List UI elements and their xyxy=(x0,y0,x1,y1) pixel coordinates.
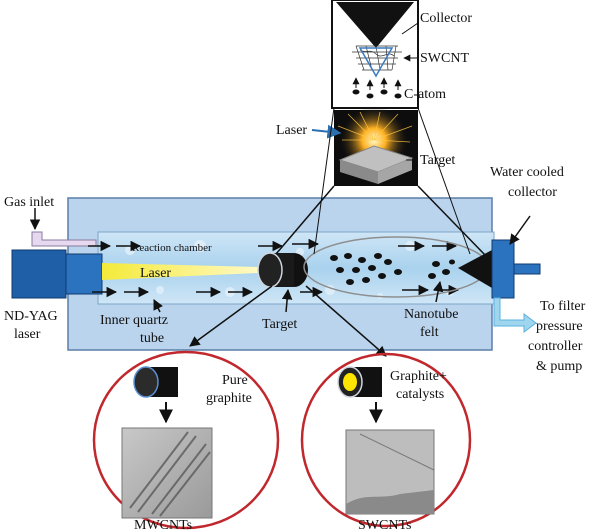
label-mwcnts: MWCNTs xyxy=(134,518,192,531)
label-water-cooled-2: collector xyxy=(508,185,557,200)
label-pure-1: Pure xyxy=(222,373,248,388)
label-nd-yag-1: ND-YAG xyxy=(4,309,58,324)
label-nanotube-1: Nanotube xyxy=(404,307,458,322)
inset-collector-cone xyxy=(336,2,414,48)
label-to-filter-4: & pump xyxy=(536,359,582,374)
label-reaction-chamber: Reaction chamber xyxy=(132,242,212,254)
gas-inlet-pipe xyxy=(31,231,97,247)
mwcnt-circle xyxy=(92,350,280,530)
label-pure-2: graphite xyxy=(206,391,252,406)
label-nd-yag-2: laser xyxy=(14,327,41,342)
label-target-top: Target xyxy=(420,153,455,168)
swcnt-circle xyxy=(300,352,472,528)
label-to-filter-1: To filter xyxy=(540,299,586,314)
label-target-bottom: Target xyxy=(262,317,297,332)
label-swcnt: SWCNT xyxy=(420,51,469,66)
label-laser-beam: Laser xyxy=(140,266,171,281)
label-swcnts: SWCNTs xyxy=(358,518,411,531)
label-to-filter-2: pressure xyxy=(536,319,583,334)
label-collector: Collector xyxy=(420,11,472,26)
water-cooled-collector xyxy=(491,239,515,299)
label-nanotube-2: felt xyxy=(420,325,439,340)
label-inner-quartz-2: tube xyxy=(140,331,164,346)
label-graphite-cat-2: catalysts xyxy=(396,387,444,402)
label-to-filter-3: controller xyxy=(528,339,583,354)
label-laser-top: Laser xyxy=(276,123,307,138)
label-water-cooled-1: Water cooled xyxy=(490,165,564,180)
c-atoms xyxy=(352,89,402,99)
exhaust-arrow xyxy=(493,297,537,333)
laser-beam xyxy=(102,263,258,280)
label-c-atom: C-atom xyxy=(404,87,446,102)
label-gas-inlet: Gas inlet xyxy=(4,195,54,210)
tube-collector-funnel xyxy=(458,250,492,288)
label-inner-quartz-1: Inner quartz xyxy=(100,313,168,328)
nd-yag-laser-source xyxy=(11,249,67,299)
carbon-particles xyxy=(330,253,455,285)
label-graphite-cat-1: Graphite+ xyxy=(390,369,447,384)
